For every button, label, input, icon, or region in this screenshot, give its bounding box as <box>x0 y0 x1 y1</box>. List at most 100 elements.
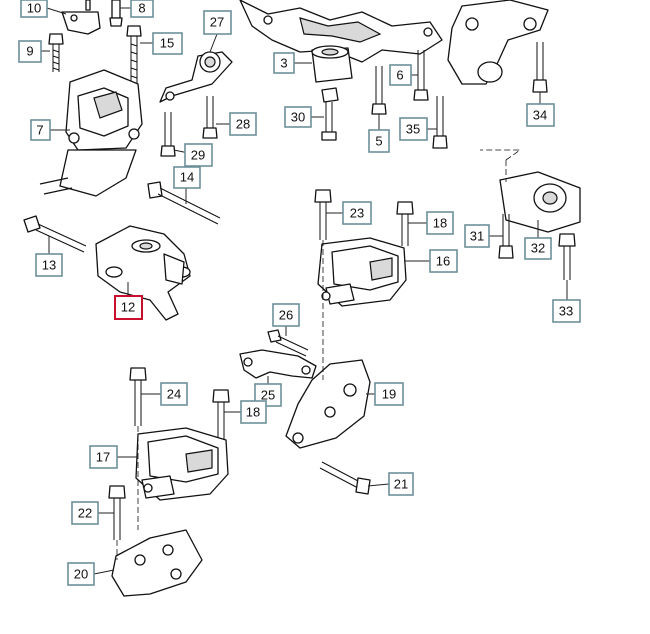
callout-18-lower-label: 18 <box>246 405 260 420</box>
bracket-20-part <box>111 529 203 597</box>
bolt-14-part <box>147 181 221 225</box>
callout-30-label: 30 <box>291 110 305 125</box>
mount-12-part <box>95 225 191 321</box>
bolt-26-part <box>267 329 309 357</box>
bolt-35-part <box>432 96 448 149</box>
callout-27[interactable]: 27 <box>203 10 232 35</box>
callout-20-label: 20 <box>74 567 88 582</box>
callout-34-label: 34 <box>533 108 547 123</box>
callout-27-label: 27 <box>210 15 224 30</box>
callout-24-label: 24 <box>167 387 181 402</box>
bolt-34-part <box>532 42 548 93</box>
callout-8[interactable]: 8 <box>130 0 154 18</box>
mount-16-part <box>317 237 407 307</box>
callout-5[interactable]: 5 <box>368 129 390 153</box>
callout-31[interactable]: 31 <box>464 224 490 248</box>
bolt-28-part <box>202 96 218 139</box>
callout-7-label: 7 <box>36 123 43 138</box>
bolt-18-upper-part <box>396 201 414 246</box>
callout-3-label: 3 <box>280 56 287 71</box>
callout-21[interactable]: 21 <box>388 472 414 496</box>
bolt-23-part <box>314 189 332 240</box>
bolt-29-part <box>160 112 176 157</box>
bolt-9-part <box>48 33 64 72</box>
bracket-25-part <box>239 349 317 379</box>
callout-6-label: 6 <box>396 68 403 83</box>
callout-26-label: 26 <box>279 308 293 323</box>
bolt-6-part <box>413 50 429 101</box>
callout-18-upper[interactable]: 18 <box>426 211 454 235</box>
bracket-10-part <box>61 0 101 35</box>
callout-8-label: 8 <box>138 1 145 16</box>
bush-32-part <box>499 171 581 233</box>
bolt-33-part <box>558 233 576 280</box>
callout-17-label: 17 <box>96 450 110 465</box>
callout-24[interactable]: 24 <box>160 382 188 406</box>
callout-16-label: 16 <box>436 254 450 269</box>
callout-33[interactable]: 33 <box>552 299 581 323</box>
bush-3-part <box>311 45 353 83</box>
callout-14[interactable]: 14 <box>173 166 201 189</box>
callout-15[interactable]: 15 <box>152 32 183 55</box>
callout-15-label: 15 <box>160 36 174 51</box>
leader-lines <box>41 7 568 575</box>
callout-28-label: 28 <box>236 117 250 132</box>
callout-32-label: 32 <box>531 241 545 256</box>
callout-9[interactable]: 9 <box>18 40 42 63</box>
callout-25-label: 25 <box>261 388 275 403</box>
callout-10-label: 10 <box>27 1 41 16</box>
wishbone-34-part <box>447 0 549 85</box>
callout-26[interactable]: 26 <box>272 303 300 327</box>
callout-6[interactable]: 6 <box>389 64 412 86</box>
callout-13[interactable]: 13 <box>35 253 63 277</box>
callout-12-label: 12 <box>121 300 135 315</box>
callout-7[interactable]: 7 <box>30 119 51 141</box>
bolt-21-part <box>319 461 371 495</box>
callout-12[interactable]: 12 <box>114 295 143 320</box>
callout-9-label: 9 <box>26 44 33 59</box>
callout-22-label: 22 <box>78 506 92 521</box>
bolt-15-part <box>126 25 142 84</box>
bolt-22-part <box>108 485 126 540</box>
callout-22[interactable]: 22 <box>71 501 99 525</box>
callout-30[interactable]: 30 <box>284 106 312 128</box>
subframe-part <box>239 0 443 63</box>
mount-17-part <box>135 427 229 501</box>
callout-23[interactable]: 23 <box>342 201 372 225</box>
callout-33-label: 33 <box>559 304 573 319</box>
engine-mount-7-part <box>39 69 143 197</box>
callout-29[interactable]: 29 <box>184 143 213 167</box>
bolt-5-part <box>371 66 387 115</box>
callout-5-label: 5 <box>375 134 382 149</box>
bolt-18-lower-part <box>212 389 230 440</box>
callout-35-label: 35 <box>406 122 420 137</box>
callout-23-label: 23 <box>350 206 364 221</box>
bracket-19-part <box>285 359 371 449</box>
callout-3[interactable]: 3 <box>273 52 295 74</box>
callout-19-label: 19 <box>382 387 396 402</box>
callout-16[interactable]: 16 <box>429 249 458 273</box>
callout-21-label: 21 <box>394 477 408 492</box>
callout-10[interactable]: 10 <box>20 0 48 18</box>
callout-18-upper-label: 18 <box>433 216 447 231</box>
bolt-8-part <box>109 0 123 27</box>
callout-19[interactable]: 19 <box>374 382 404 406</box>
callout-20[interactable]: 20 <box>67 562 95 586</box>
callout-25[interactable]: 25 <box>254 383 282 407</box>
callout-35[interactable]: 35 <box>399 117 428 141</box>
callout-29-label: 29 <box>191 148 205 163</box>
bolt-13-part <box>23 215 87 253</box>
torque-arm-27-part <box>159 51 233 103</box>
callout-28[interactable]: 28 <box>229 112 257 136</box>
bolt-30-part <box>321 87 339 141</box>
callout-17[interactable]: 17 <box>89 445 118 469</box>
callout-31-label: 31 <box>470 229 484 244</box>
callout-18-lower[interactable]: 18 <box>240 400 267 424</box>
callout-13-label: 13 <box>42 258 56 273</box>
bolt-31-part <box>498 214 514 259</box>
centre-lines <box>116 149 522 560</box>
callout-32[interactable]: 32 <box>524 237 552 260</box>
callout-34[interactable]: 34 <box>526 103 555 127</box>
bolt-24-part <box>129 367 147 426</box>
